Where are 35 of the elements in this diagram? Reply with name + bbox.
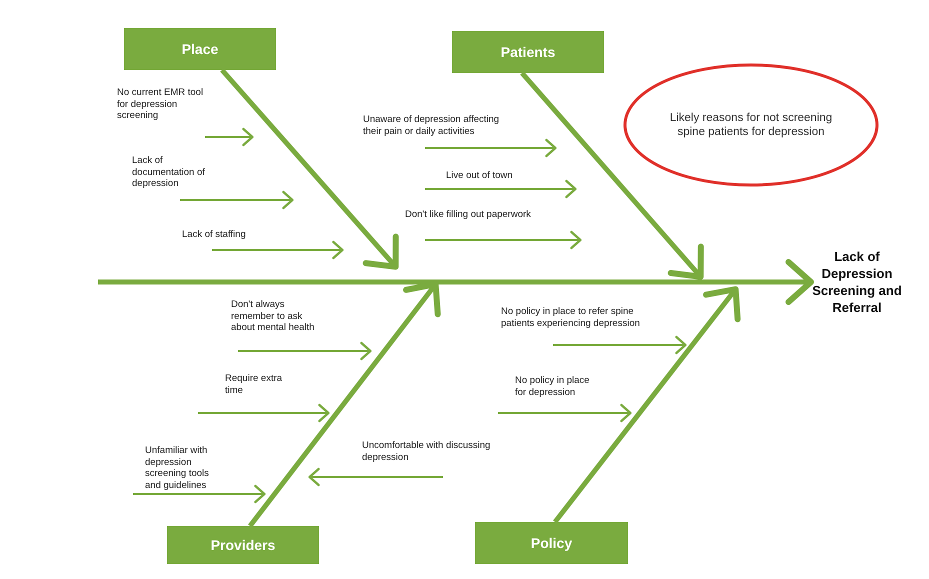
- arrow: [308, 468, 443, 486]
- arrow: [198, 404, 330, 422]
- cause-text: No policy in place to refer spine patients experiencing depression: [501, 306, 641, 345]
- note-text: Likely reasons for not screening spine patients for depression: [668, 111, 834, 139]
- bone-arrow: [220, 68, 399, 270]
- bone-arrow: [553, 286, 741, 524]
- arrow: [212, 240, 344, 260]
- category-box: Place: [124, 28, 276, 70]
- cause-text: No policy in place for depression: [498, 375, 597, 413]
- arrow: [180, 190, 294, 210]
- arrow: [498, 404, 632, 422]
- cause-text: Don't always remember to ask about mental health: [231, 299, 326, 351]
- cause-text: Require extra time: [198, 373, 290, 413]
- note-ellipse: [623, 63, 879, 187]
- cause-text: Lack of staffing: [182, 229, 272, 250]
- cause-text: Don't like filling out paperwork: [405, 209, 534, 240]
- arrow: [553, 336, 687, 354]
- arrow: [425, 138, 557, 158]
- arrow: [205, 128, 254, 146]
- bone-arrow: [98, 259, 814, 305]
- effect-text: Lack of Depression Screening and Referral: [810, 239, 904, 325]
- category-box: Providers: [167, 526, 319, 564]
- cause-text: No current EMR tool for depression screening: [117, 87, 212, 137]
- arrow: [238, 342, 372, 360]
- arrow: [425, 230, 582, 250]
- arrow: [133, 484, 266, 504]
- cause-text: Live out of town: [425, 170, 521, 189]
- cause-text: Unfamiliar with depression screening tools and guidelines: [133, 445, 225, 494]
- category-box: Patients: [452, 31, 604, 73]
- category-box: Policy: [475, 522, 628, 564]
- cause-text: Uncomfortable with discussing depression: [362, 440, 502, 477]
- arrow: [425, 180, 577, 198]
- bone-arrow: [520, 71, 704, 280]
- cause-text: Lack of documentation of depression: [132, 155, 210, 200]
- cause-text: Unaware of depression affecting their pain or daily activities: [363, 114, 515, 148]
